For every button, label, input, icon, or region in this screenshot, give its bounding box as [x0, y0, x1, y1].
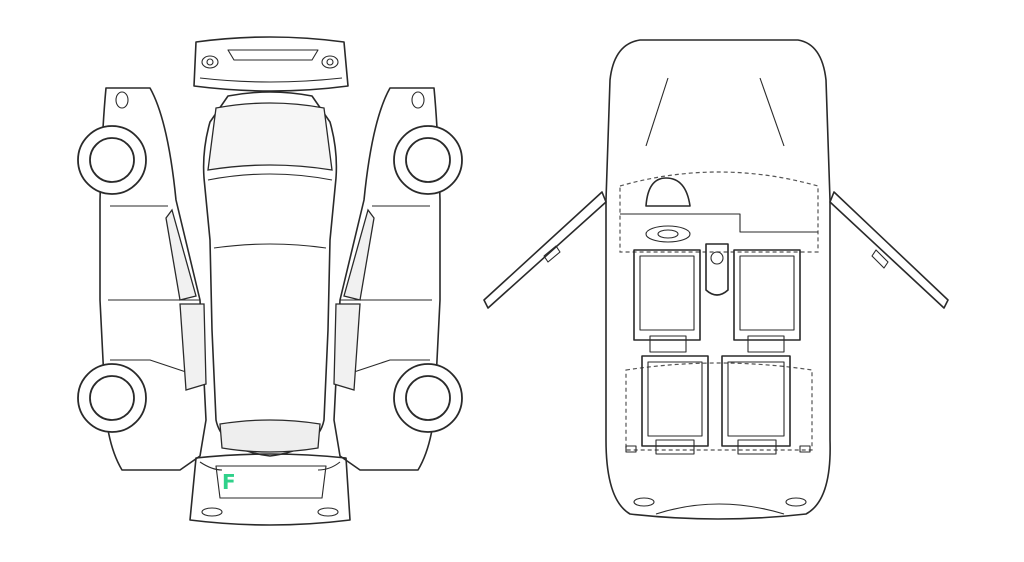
rear-bumper[interactable]: F — [189, 453, 351, 526]
front-left-seat[interactable] — [633, 249, 701, 353]
right-side-panel[interactable] — [333, 87, 463, 471]
exterior-view: F — [77, 36, 463, 526]
right-open-door[interactable] — [829, 191, 949, 309]
front-bumper[interactable] — [193, 36, 349, 92]
rear-left-seat[interactable] — [641, 355, 709, 455]
steering-area[interactable] — [620, 177, 818, 243]
interior-body-outline[interactable] — [605, 39, 831, 520]
interior-view — [483, 39, 949, 520]
gear-shifter[interactable] — [705, 243, 729, 296]
left-side-panel[interactable] — [77, 87, 207, 471]
damage-marker-F[interactable]: F — [222, 470, 236, 494]
car-body-top[interactable] — [202, 91, 338, 457]
front-right-seat[interactable] — [733, 249, 801, 353]
rear-right-seat[interactable] — [721, 355, 791, 455]
left-open-door[interactable] — [483, 191, 607, 309]
